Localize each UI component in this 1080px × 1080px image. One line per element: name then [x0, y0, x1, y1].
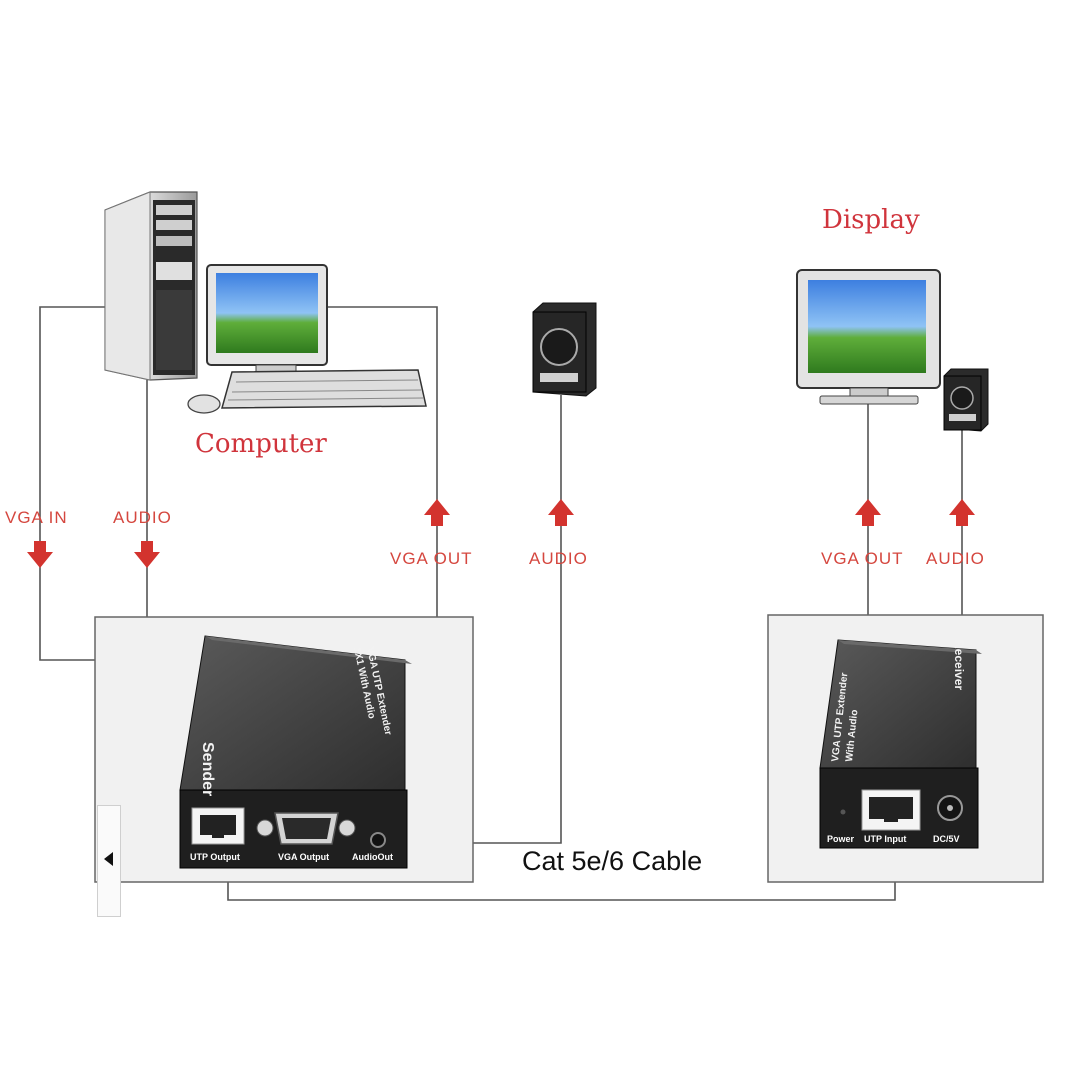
speaker-audio-label: AUDIO: [529, 549, 588, 568]
vga-in-wire: [39, 306, 105, 661]
audio-in-label: AUDIO: [113, 508, 172, 527]
receiver-side-label: Receiver: [952, 640, 966, 690]
chevron-left-icon: [104, 852, 113, 866]
signal-arrows: [27, 499, 975, 568]
arrow-up-icon: [424, 499, 450, 526]
computer-monitor-icon: [206, 264, 328, 374]
utp-output-port: [191, 807, 245, 845]
display-vga-out-label: VGA OUT: [821, 549, 904, 568]
display-audio-label: AUDIO: [926, 549, 985, 568]
sender-port-label: UTP Output: [190, 852, 240, 862]
cable-label: Cat 5e/6 Cable: [522, 846, 702, 876]
power-led: [840, 809, 846, 815]
receiver-port-label: DC/5V: [933, 834, 960, 844]
receiver-device: Receiver VGA UTP Extender With Audio Pow…: [819, 639, 982, 849]
audio-out-jack: [370, 832, 386, 848]
keyboard-icon: [221, 369, 427, 409]
vga-output-port: [256, 812, 356, 845]
previous-slide-button[interactable]: [97, 805, 121, 917]
display-speaker-icon: [943, 368, 989, 432]
vga-in-label: VGA IN: [5, 508, 68, 527]
display-label: Display: [822, 205, 920, 235]
arrow-up-icon: [949, 499, 975, 526]
display-monitor-icon: [796, 269, 941, 405]
arrow-down-icon: [134, 541, 160, 568]
receiver-port-label: Power: [827, 834, 855, 844]
vga-out-sender-label: VGA OUT: [390, 549, 473, 568]
sender-port-label: AudioOut: [352, 852, 393, 862]
speaker-icon: [532, 302, 597, 397]
dc-power-jack: [937, 795, 963, 821]
utp-input-port: [861, 789, 921, 831]
sender-side-label: Sender: [199, 742, 216, 796]
sender-port-label: VGA Output: [278, 852, 329, 862]
sender-device: Sender VGA UTP Extender 1X1 With Audio U…: [179, 635, 412, 869]
pc-tower-icon: [104, 191, 198, 381]
receiver-port-label: UTP Input: [864, 834, 906, 844]
mouse-icon: [187, 394, 221, 414]
computer-illustration: [104, 191, 427, 414]
arrow-up-icon: [855, 499, 881, 526]
receiver-model-line2: With Audio: [844, 709, 860, 762]
computer-label: Computer: [195, 429, 327, 459]
arrow-down-icon: [27, 541, 53, 568]
arrow-up-icon: [548, 499, 574, 526]
